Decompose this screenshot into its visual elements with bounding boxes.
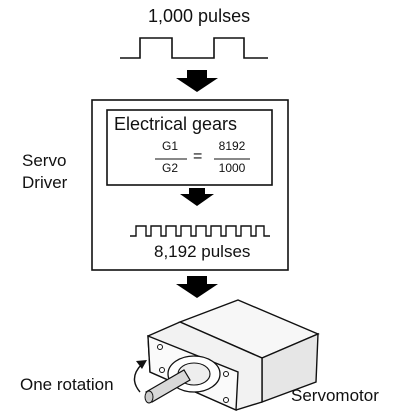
input-pulse-train — [120, 37, 268, 59]
down-arrow-3 — [176, 276, 218, 298]
input-pulses-label: 1,000 pulses — [148, 6, 251, 26]
gear-denominator-1000: 1000 — [218, 161, 246, 175]
one-rotation-label: One rotation — [20, 375, 114, 394]
electrical-gears-title: Electrical gears — [114, 114, 238, 134]
output-pulses-label: 8,192 pulses — [154, 242, 251, 261]
servo-driver-label-line-2: Driver — [22, 173, 68, 192]
gear-numerator-8192: 8192 — [218, 139, 246, 153]
servomotor-label: Servomotor — [291, 386, 379, 405]
gear-numerator-g1: G1 — [161, 139, 178, 153]
servomotor-drawing — [133, 299, 320, 412]
gear-equals-sign: = — [193, 148, 203, 165]
electrical-gears-box — [106, 109, 273, 186]
gear-denominator-g2: G2 — [161, 161, 178, 175]
servo-driver-label-line-1: Servo — [22, 151, 67, 170]
down-arrow-2 — [180, 188, 214, 206]
servo-driver-label: Servo Driver — [22, 150, 67, 194]
down-arrow-1 — [176, 70, 218, 92]
output-pulse-train — [130, 225, 270, 237]
servo-driver-box — [91, 99, 289, 271]
